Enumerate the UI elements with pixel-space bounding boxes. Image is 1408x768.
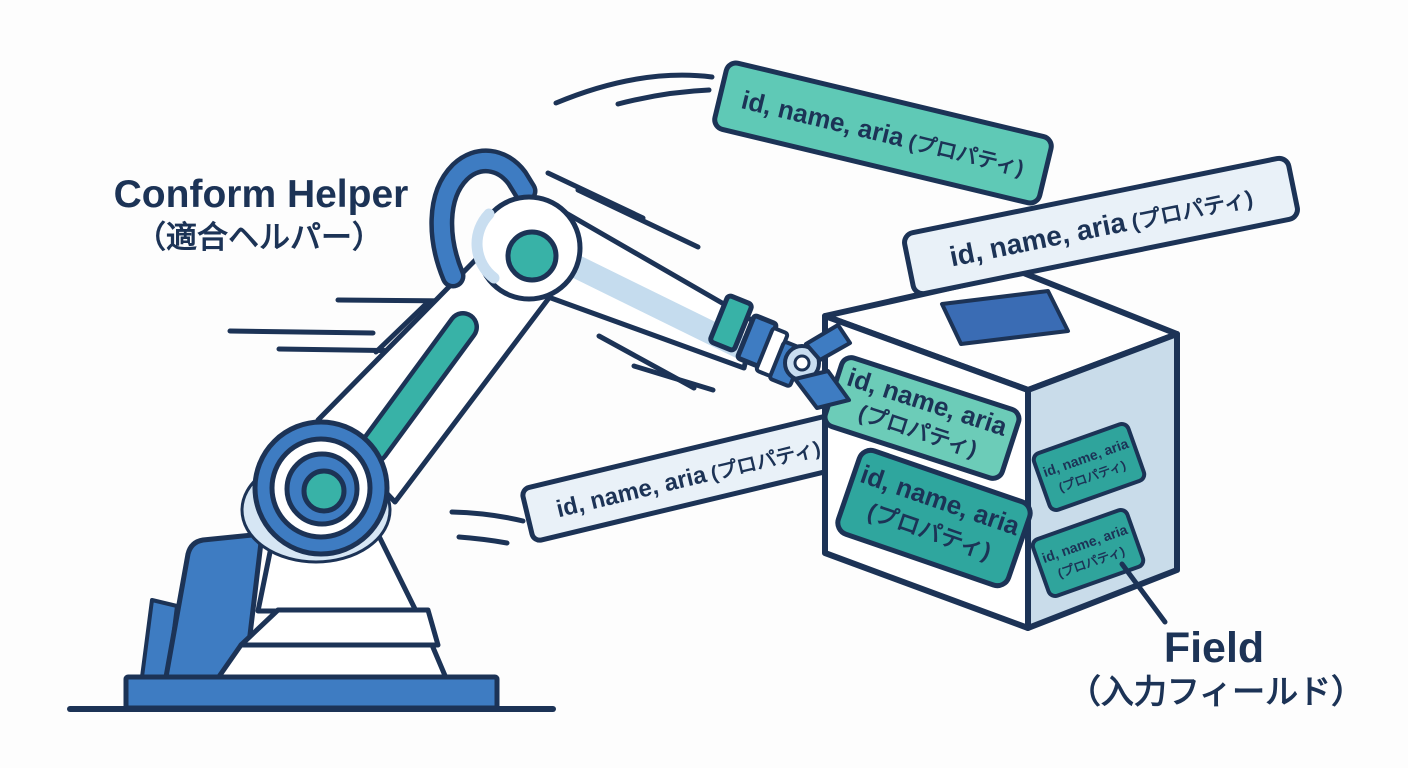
- conform-helper-label: Conform Helper （適合ヘルパー）: [114, 173, 409, 255]
- field-box: id, name, aria (プロパティ) id, name, aria (プ…: [822, 269, 1180, 631]
- speed-lines: [227, 72, 716, 546]
- robot-gripper: [708, 293, 852, 410]
- elbow-hose: [429, 148, 538, 289]
- base-plate: [123, 674, 500, 711]
- field-pointer-line: [1119, 561, 1168, 625]
- tag-box-side-2: id, name, aria (プロパティ): [1030, 507, 1146, 599]
- tag-flying-middle: id, name, aria(プロパティ): [520, 411, 856, 543]
- box-slot: [940, 289, 1070, 346]
- tag-flying-top: id, name, aria(プロパティ): [712, 60, 1054, 206]
- robot-arm: [123, 148, 758, 711]
- field-subtitle: （入力フィールド）: [1068, 673, 1364, 710]
- gripper-lower-jaw: [793, 369, 851, 410]
- conform-helper-subtitle: （適合ヘルパー）: [135, 220, 383, 255]
- field-title: Field: [1164, 624, 1264, 672]
- elbow-joint: [471, 194, 583, 302]
- robot-lower-arm: [315, 235, 561, 505]
- gripper-upper-jaw: [804, 323, 852, 362]
- tag-flying-upper-right: id, name, aria(プロパティ): [902, 155, 1300, 297]
- field-label: Field （入力フィールド）: [1068, 624, 1364, 710]
- conform-helper-title: Conform Helper: [114, 173, 409, 216]
- tag-box-side-1: id, name, aria (プロパティ): [1031, 421, 1147, 513]
- shoulder-joint: [252, 419, 390, 557]
